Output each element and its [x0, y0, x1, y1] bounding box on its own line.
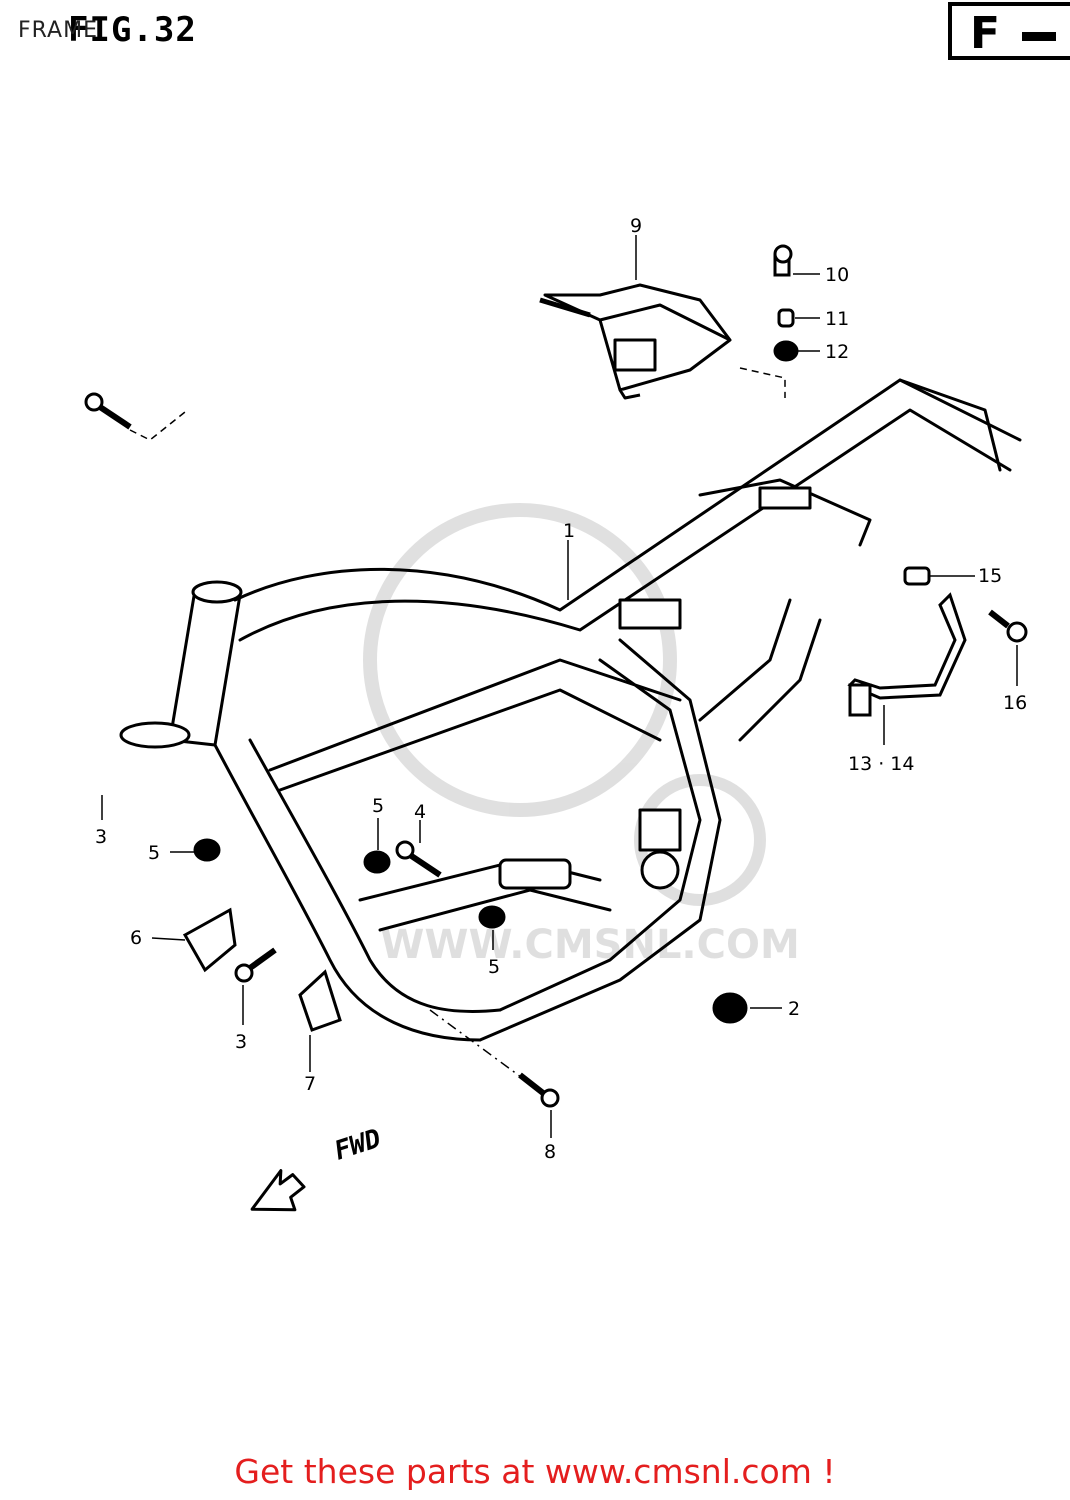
battery-holder-part [539, 283, 732, 400]
callout-6: 6 [130, 927, 142, 949]
callout-4: 4 [414, 801, 426, 823]
callout-8: 8 [544, 1141, 556, 1163]
callout-3-lower: 3 [235, 1031, 247, 1053]
callout-1: 1 [563, 520, 575, 542]
callout-5-lower: 5 [488, 956, 500, 978]
callout-12: 12 [825, 341, 849, 363]
callout-5-left: 5 [148, 842, 160, 864]
section-label: FRAME [18, 18, 98, 43]
callout-10: 10 [825, 264, 849, 286]
callout-7: 7 [304, 1073, 316, 1095]
callout-13-14: 13 · 14 [848, 753, 914, 775]
callout-15: 15 [978, 565, 1002, 587]
leader-lines [101, 235, 1018, 1138]
section-code-box: F [948, 2, 1070, 60]
callout-11: 11 [825, 308, 849, 330]
figure-title: FIG.32 [68, 10, 197, 50]
section-code-letter: F [970, 8, 1001, 59]
watermark-text: WWW.CMSNL.COM [380, 922, 800, 968]
promo-link[interactable]: Get these parts at www.cmsnl.com ! [234, 1452, 836, 1491]
watermark: WWW.CMSNL.COM [363, 503, 800, 968]
forward-label: FWD [331, 1124, 385, 1167]
callout-3-upper: 3 [95, 826, 107, 848]
section-code-dash [1022, 32, 1056, 41]
fasteners [84, 244, 1028, 1108]
callout-9: 9 [630, 215, 642, 237]
motorcycle-frame [119, 378, 1022, 1042]
callout-2: 2 [788, 998, 800, 1020]
callout-16: 16 [1003, 692, 1027, 714]
callout-5-mid: 5 [372, 795, 384, 817]
forward-arrow-icon [250, 1169, 306, 1212]
callout-labels: 9 10 11 12 1 15 16 13 · 14 3 5 5 4 5 6 3… [95, 215, 1027, 1163]
